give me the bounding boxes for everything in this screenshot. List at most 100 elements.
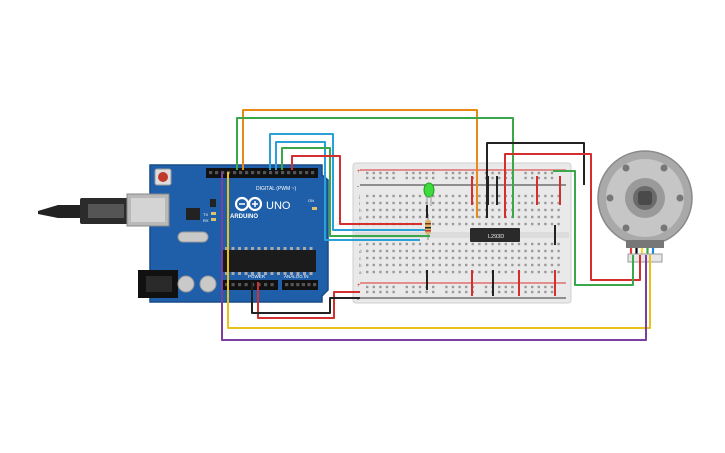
breadboard-hole: [418, 270, 422, 274]
wire-green-pin11: [236, 117, 514, 218]
top-minus-label: -: [357, 184, 359, 190]
breadboard-hole: [445, 208, 448, 212]
rail-hole: [531, 171, 534, 175]
reset-button-cap[interactable]: [158, 172, 168, 182]
breadboard-hole: [537, 242, 540, 246]
breadboard-hole: [531, 242, 534, 246]
rail-hole: [531, 290, 534, 294]
rail-hole: [425, 176, 428, 180]
breadboard-hole: [537, 208, 540, 212]
breadboard-hole: [498, 222, 501, 226]
breadboard-hole: [425, 256, 428, 260]
breadboard-hole: [517, 222, 521, 226]
breadboard-hole: [392, 263, 395, 267]
breadboard-hole: [498, 208, 501, 212]
capacitor: [177, 275, 195, 293]
breadboard-hole: [399, 201, 402, 205]
breadboard-hole: [465, 242, 468, 246]
breadboard-hole: [372, 256, 375, 260]
breadboard-hole: [432, 222, 435, 226]
rail-hole: [412, 176, 415, 180]
header-hole: [296, 283, 300, 287]
breadboard-hole: [451, 270, 455, 274]
rx-label: RX: [203, 218, 209, 223]
rail-hole: [458, 176, 461, 180]
rail-hole: [484, 290, 488, 294]
chip-pin: [231, 247, 235, 250]
breadboard-hole: [484, 256, 488, 260]
breadboard-hole: [372, 194, 375, 198]
arduino-uno[interactable]: DIGITAL (PWM ~) ARDUINO UNO TX RX ON POW…: [38, 164, 329, 303]
chip-pin: [296, 247, 300, 250]
breadboard-hole: [451, 194, 455, 198]
breadboard-hole: [517, 215, 521, 219]
breadboard-hole: [392, 256, 395, 260]
breadboard-hole: [438, 194, 441, 198]
header-hole: [225, 283, 229, 287]
dc-motor-encoder[interactable]: [597, 150, 693, 263]
motor-connector: [626, 240, 664, 248]
rail-hole: [524, 171, 527, 175]
breadboard-hole: [445, 249, 448, 253]
resistor[interactable]: [425, 214, 431, 240]
breadboard-hole: [432, 201, 435, 205]
breadboard-hole: [385, 242, 389, 246]
rail-hole: [372, 285, 375, 289]
rail-hole: [412, 171, 415, 175]
breadboard-hole: [445, 256, 448, 260]
row-letter: e: [359, 242, 362, 247]
breadboard-hole: [379, 263, 382, 267]
chip-pin: [277, 247, 280, 250]
breadboard-hole: [524, 242, 527, 246]
breadboard-hole: [438, 201, 441, 205]
breadboard-hole: [531, 263, 534, 267]
breadboard-hole: [511, 263, 514, 267]
rail-hole: [544, 290, 547, 294]
led[interactable]: [423, 182, 435, 206]
breadboard-hole: [504, 263, 507, 267]
l293d-chip[interactable]: L293D: [470, 228, 520, 242]
rail-hole: [471, 171, 474, 175]
breadboard-hole: [478, 249, 481, 253]
header-hole: [244, 283, 248, 287]
header-hole: [305, 171, 309, 175]
wire-green-pin3: [281, 147, 430, 237]
rail-hole: [432, 171, 435, 175]
rail-hole: [372, 290, 375, 294]
breadboard-hole: [412, 201, 415, 205]
chip-pin: [244, 272, 248, 275]
breadboard-hole: [498, 242, 501, 246]
breadboard-hole: [557, 201, 560, 205]
breadboard-hole: [465, 222, 468, 226]
breadboard-hole: [537, 215, 540, 219]
rail-hole: [366, 176, 369, 180]
breadboard-hole: [471, 242, 474, 246]
motor-screw: [606, 194, 614, 202]
bottom-minus-label: -: [357, 297, 359, 303]
breadboard-hole: [445, 263, 448, 267]
breadboard-hole: [498, 270, 501, 274]
breadboard-hole: [491, 263, 494, 267]
breadboard-hole: [385, 263, 389, 267]
breadboard-hole: [405, 208, 408, 212]
breadboard-hole: [478, 242, 481, 246]
breadboard-hole: [471, 222, 474, 226]
breadboard-hole: [445, 222, 448, 226]
header-hole: [215, 171, 219, 175]
rail-hole: [458, 285, 461, 289]
breadboard-hole: [372, 249, 375, 253]
breadboard-hole: [366, 270, 369, 274]
rail-hole: [392, 290, 395, 294]
breadboard-hole: [418, 249, 422, 253]
breadboard-hole: [405, 201, 408, 205]
breadboard-hole: [399, 194, 402, 198]
breadboard-hole: [432, 242, 435, 246]
analog-header: [282, 280, 318, 290]
row-letter: c: [359, 256, 362, 261]
breadboard-hole: [531, 201, 534, 205]
chip-pin: [225, 272, 228, 275]
breadboard-hole: [458, 208, 461, 212]
breadboard-hole: [366, 263, 369, 267]
breadboard-hole: [517, 256, 521, 260]
breadboard-hole: [432, 249, 435, 253]
